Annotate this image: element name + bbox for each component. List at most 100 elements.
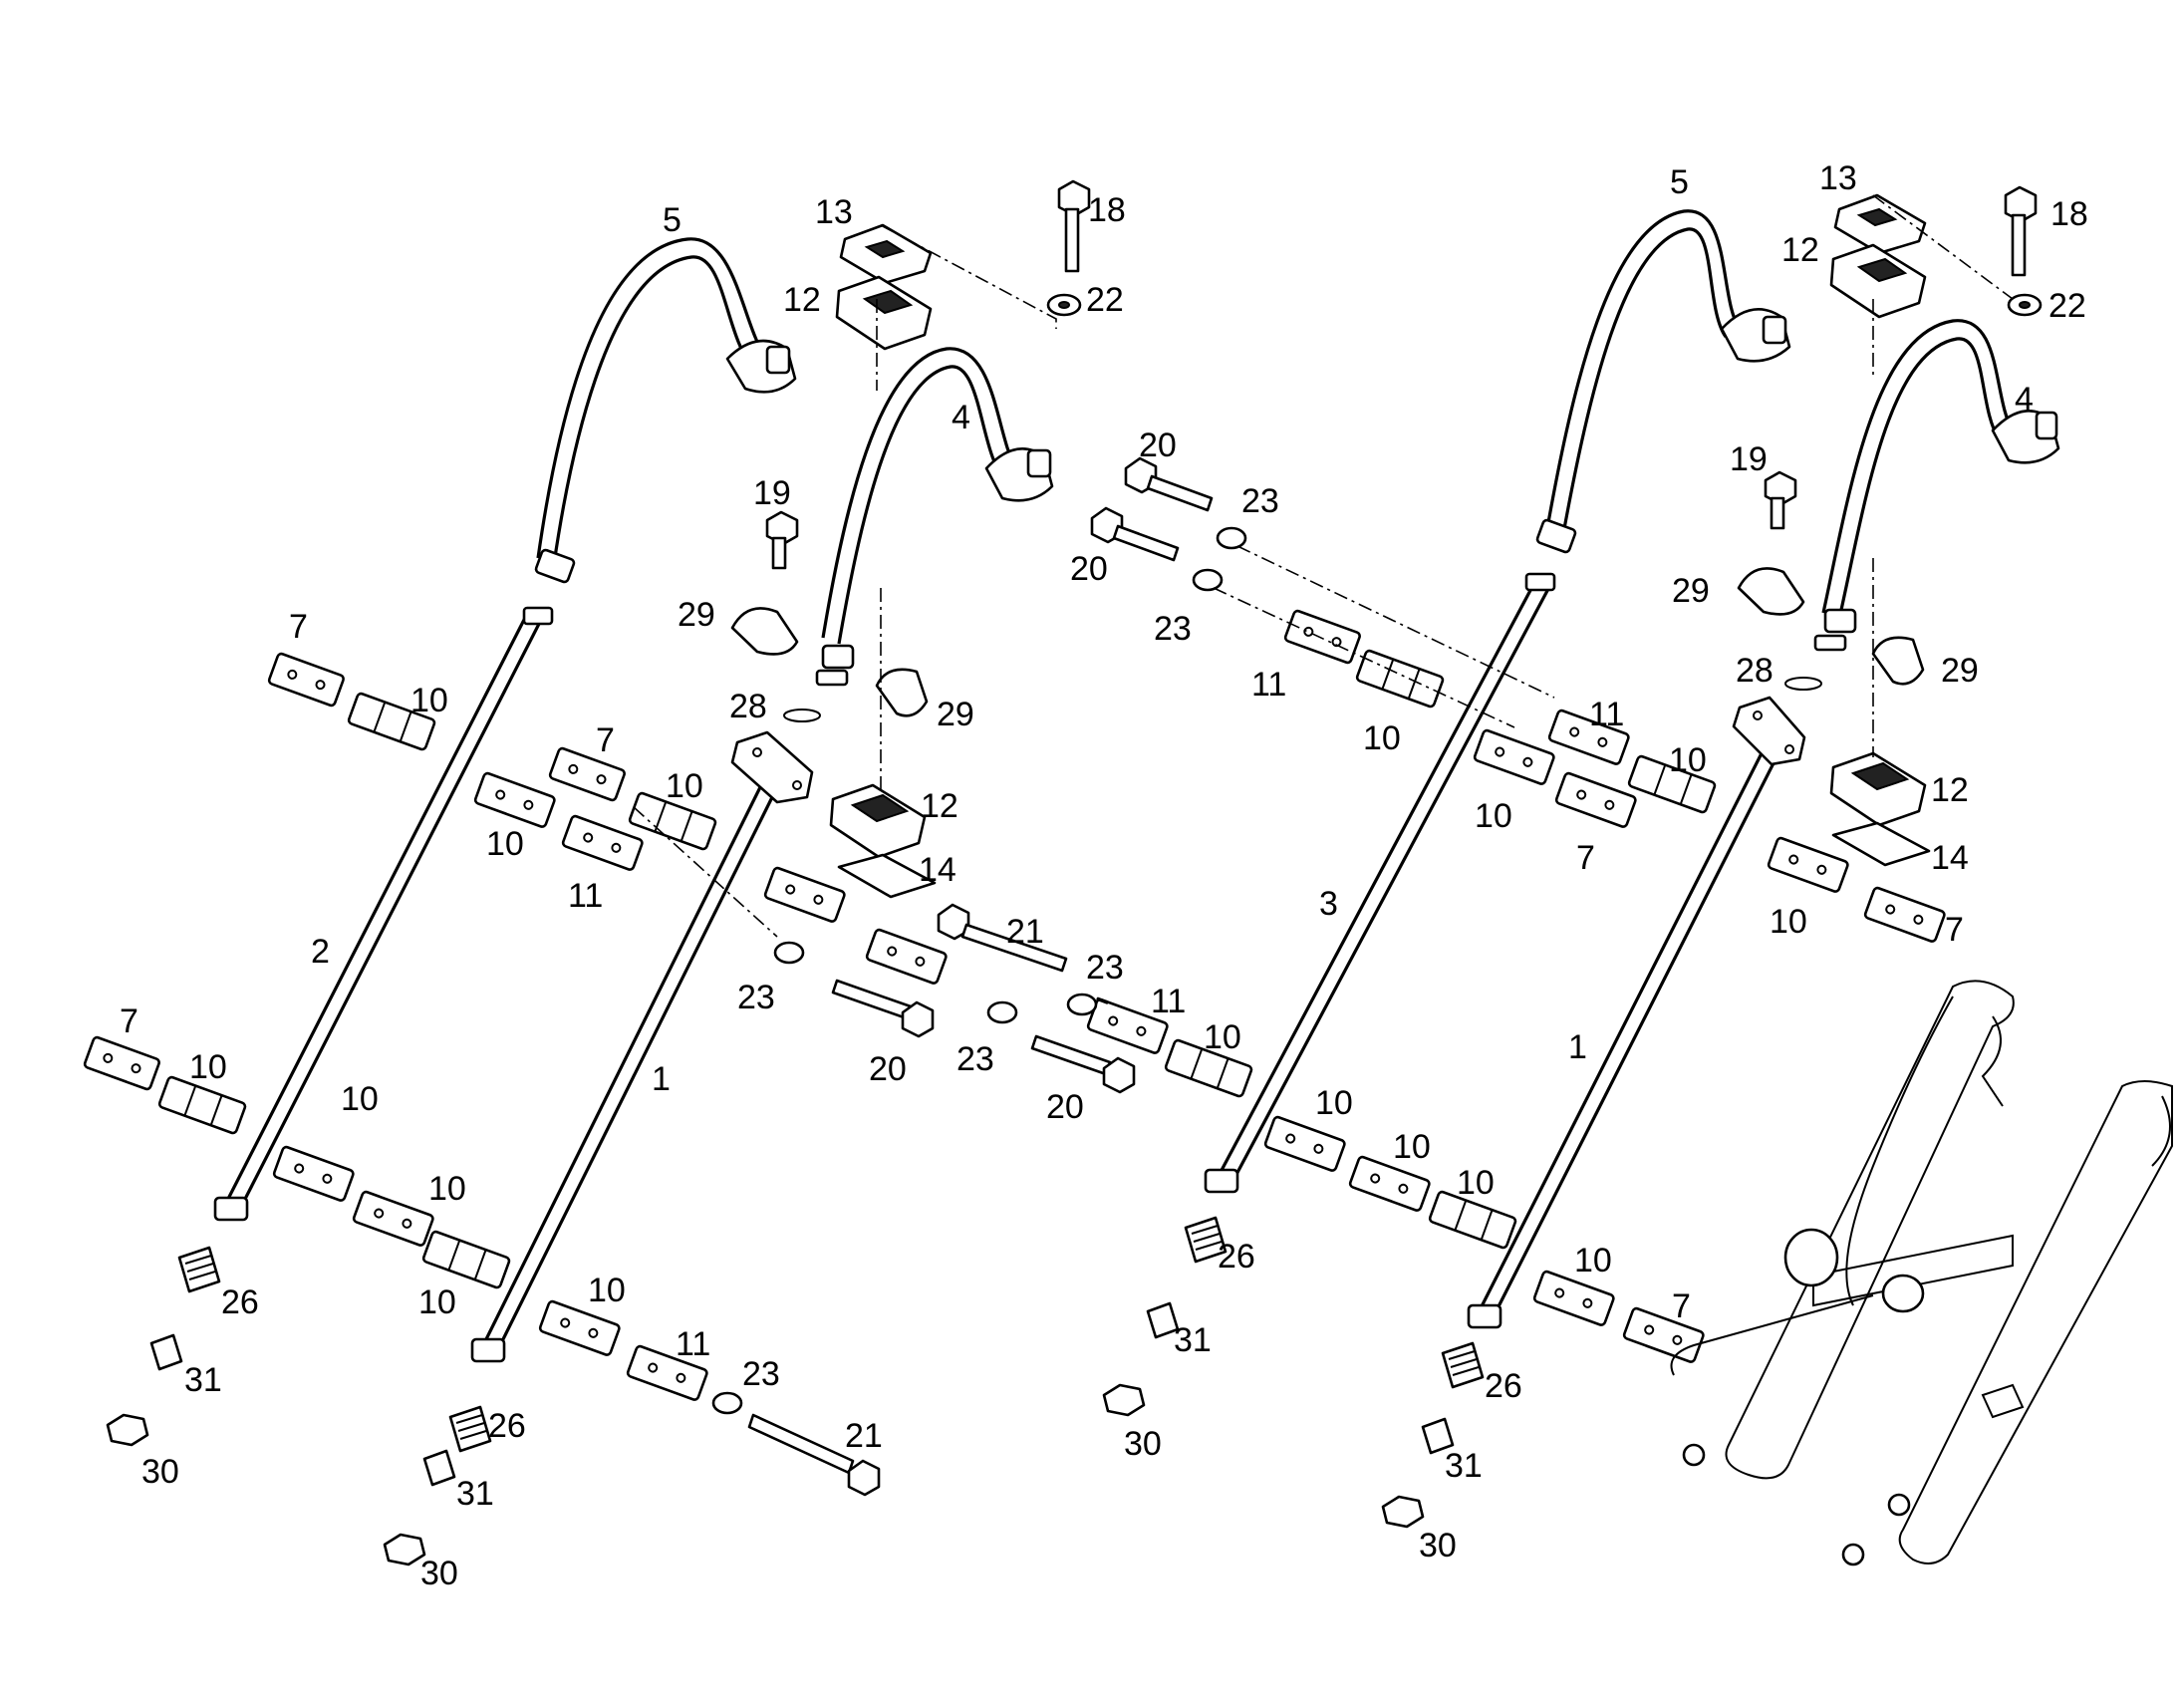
callout-26: 26 — [221, 1283, 259, 1321]
clamp-blocks — [83, 609, 1946, 1401]
callout-23: 23 — [956, 1040, 994, 1078]
hose-5-right — [1545, 209, 1742, 535]
callout-7: 7 — [1576, 839, 1595, 877]
callout-31: 31 — [456, 1475, 494, 1513]
callout-22: 22 — [1086, 281, 1124, 319]
callout-7: 7 — [1945, 911, 1964, 949]
callout-12: 12 — [1781, 231, 1819, 269]
callout-29: 29 — [1672, 572, 1710, 610]
callout-29: 29 — [678, 596, 715, 634]
callout-18: 18 — [1088, 191, 1126, 229]
callout-1: 1 — [652, 1060, 671, 1098]
callout-10: 10 — [189, 1048, 227, 1086]
callout-12: 12 — [921, 787, 958, 825]
callout-7: 7 — [1672, 1287, 1691, 1325]
callout-23: 23 — [1086, 949, 1124, 987]
callout-11: 11 — [676, 1325, 710, 1363]
callout-20: 20 — [869, 1050, 907, 1088]
callout-10: 10 — [666, 767, 703, 805]
callout-10: 10 — [1315, 1084, 1353, 1122]
callout-10: 10 — [1770, 903, 1807, 941]
callout-20: 20 — [1046, 1088, 1084, 1126]
callout-7: 7 — [289, 608, 308, 646]
callout-10: 10 — [486, 825, 524, 863]
hose-4-right — [1821, 319, 2015, 620]
callout-19: 19 — [1730, 440, 1768, 478]
callout-30: 30 — [1419, 1527, 1457, 1564]
flange-28-left — [730, 709, 821, 804]
callout-10: 10 — [1669, 741, 1707, 779]
callout-4: 4 — [2015, 381, 2034, 419]
loader-frame — [1670, 980, 2173, 1566]
callout-31: 31 — [184, 1361, 222, 1399]
callout-10: 10 — [1204, 1018, 1241, 1056]
callout-1: 1 — [1568, 1028, 1587, 1066]
hose-5-left — [536, 237, 769, 565]
pipe-2-left — [225, 615, 542, 1208]
callout-21: 21 — [845, 1417, 883, 1455]
callout-14: 14 — [919, 851, 956, 889]
callout-30: 30 — [141, 1453, 179, 1491]
callout-10: 10 — [1393, 1128, 1431, 1166]
callout-29: 29 — [937, 696, 974, 733]
callout-10: 10 — [428, 1170, 466, 1208]
hose-4-left — [821, 347, 1018, 645]
callout-28: 28 — [729, 688, 767, 725]
callout-26: 26 — [1485, 1367, 1522, 1405]
callout-5: 5 — [663, 201, 682, 239]
callout-11: 11 — [568, 877, 603, 915]
callout-31: 31 — [1445, 1447, 1483, 1485]
callout-10: 10 — [341, 1080, 379, 1118]
caps-29 — [730, 567, 1925, 717]
callout-4: 4 — [952, 399, 970, 436]
callout-10: 10 — [1457, 1164, 1495, 1202]
pipe-1-right — [1477, 748, 1779, 1319]
flange-28-right — [1732, 677, 1822, 766]
callout-13: 13 — [815, 193, 853, 231]
callout-10: 10 — [588, 1272, 626, 1309]
callout-10: 10 — [410, 682, 448, 719]
pipe-1-left — [480, 786, 776, 1354]
callout-30: 30 — [1124, 1425, 1162, 1463]
callout-28: 28 — [1736, 652, 1774, 690]
callout-3: 3 — [1319, 885, 1338, 923]
callout-23: 23 — [1154, 610, 1192, 648]
callout-11: 11 — [1589, 696, 1624, 733]
callout-10: 10 — [418, 1283, 456, 1321]
callout-13: 13 — [1819, 159, 1857, 197]
pipe-3-right — [1217, 580, 1551, 1183]
callout-11: 11 — [1251, 666, 1286, 704]
callout-26: 26 — [1218, 1238, 1255, 1276]
callout-2: 2 — [311, 933, 330, 971]
callout-10: 10 — [1363, 719, 1401, 757]
fittings-and-nuts — [106, 1216, 1485, 1566]
assembly-lines — [633, 194, 2014, 938]
callout-22: 22 — [2048, 287, 2086, 325]
callout-23: 23 — [737, 979, 775, 1016]
callout-12: 12 — [1931, 771, 1969, 809]
callout-30: 30 — [420, 1555, 458, 1592]
callout-labels: 5 13 12 18 22 4 19 29 29 28 12 14 7 10 7… — [120, 159, 2088, 1592]
callout-20: 20 — [1070, 550, 1108, 588]
callout-12: 12 — [783, 281, 821, 319]
callout-29: 29 — [1941, 652, 1979, 690]
clamp-halves — [829, 193, 1931, 899]
callout-26: 26 — [488, 1407, 526, 1445]
callout-18: 18 — [2050, 195, 2088, 233]
callout-10: 10 — [1475, 797, 1512, 835]
callout-7: 7 — [596, 721, 615, 759]
callout-10: 10 — [1574, 1242, 1612, 1280]
callout-23: 23 — [1241, 482, 1279, 520]
bolts-and-washers — [711, 179, 2043, 1497]
callout-14: 14 — [1931, 839, 1969, 877]
callout-7: 7 — [120, 1002, 138, 1040]
callout-23: 23 — [742, 1355, 780, 1393]
callout-11: 11 — [1151, 983, 1186, 1020]
callout-21: 21 — [1006, 913, 1044, 951]
callout-5: 5 — [1670, 163, 1689, 201]
callout-20: 20 — [1139, 426, 1177, 464]
callout-31: 31 — [1174, 1321, 1212, 1359]
hose-end-fittings — [213, 308, 2060, 1363]
callout-19: 19 — [753, 474, 791, 512]
